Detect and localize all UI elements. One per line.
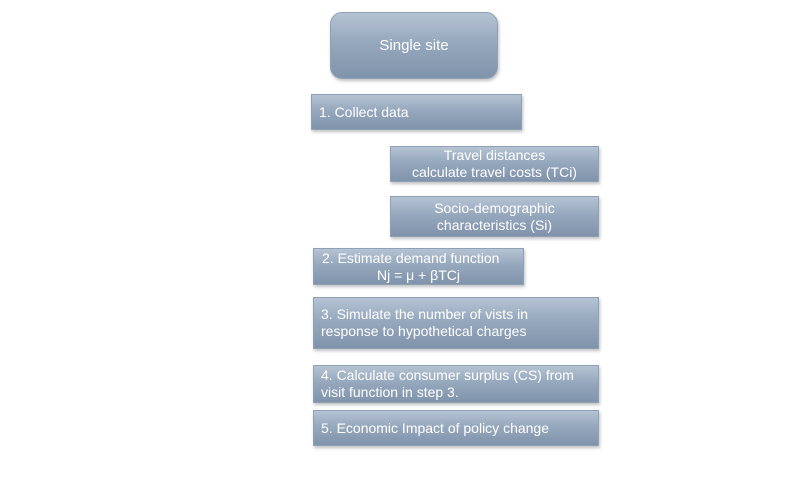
single-site-box: Single site <box>330 12 498 79</box>
step-1-box: 1. Collect data <box>311 94 522 130</box>
step-2-box: 2. Estimate demand function Nj = μ + βTC… <box>313 248 524 285</box>
step-1-label: 1. Collect data <box>319 103 409 120</box>
demand-function-equation: Nj = μ + βTCj <box>376 266 461 283</box>
socio-demographic-box: Socio-demographic characteristics (Si) <box>390 196 599 237</box>
step-3-line-2: response to hypothetical charges <box>321 323 527 339</box>
socio-demographic-line-2: characteristics (Si) <box>436 216 553 233</box>
step-4-line-1: 4. Calculate consumer surplus (CS) from <box>321 367 574 383</box>
step-3-box: 3. Simulate the number of vists in respo… <box>313 297 599 349</box>
socio-demographic-line-1: Socio-demographic <box>434 199 555 216</box>
travel-costs-line-1: Travel distances <box>443 147 546 163</box>
travel-costs-box: Travel distances calculate travel costs … <box>390 146 599 182</box>
step-2-label: 2. Estimate demand function <box>322 249 500 266</box>
travel-costs-line-2: calculate travel costs (TCi) <box>412 164 577 180</box>
step-3-line-1: 3. Simulate the number of vists in <box>321 306 528 322</box>
step-4-box: 4. Calculate consumer surplus (CS) from … <box>313 365 599 403</box>
single-site-label: Single site <box>379 37 449 54</box>
step-5-label: 5. Economic Impact of policy change <box>321 419 550 436</box>
step-4-line-2: visit function in step 3. <box>321 384 459 400</box>
step-5-box: 5. Economic Impact of policy change <box>313 410 599 446</box>
